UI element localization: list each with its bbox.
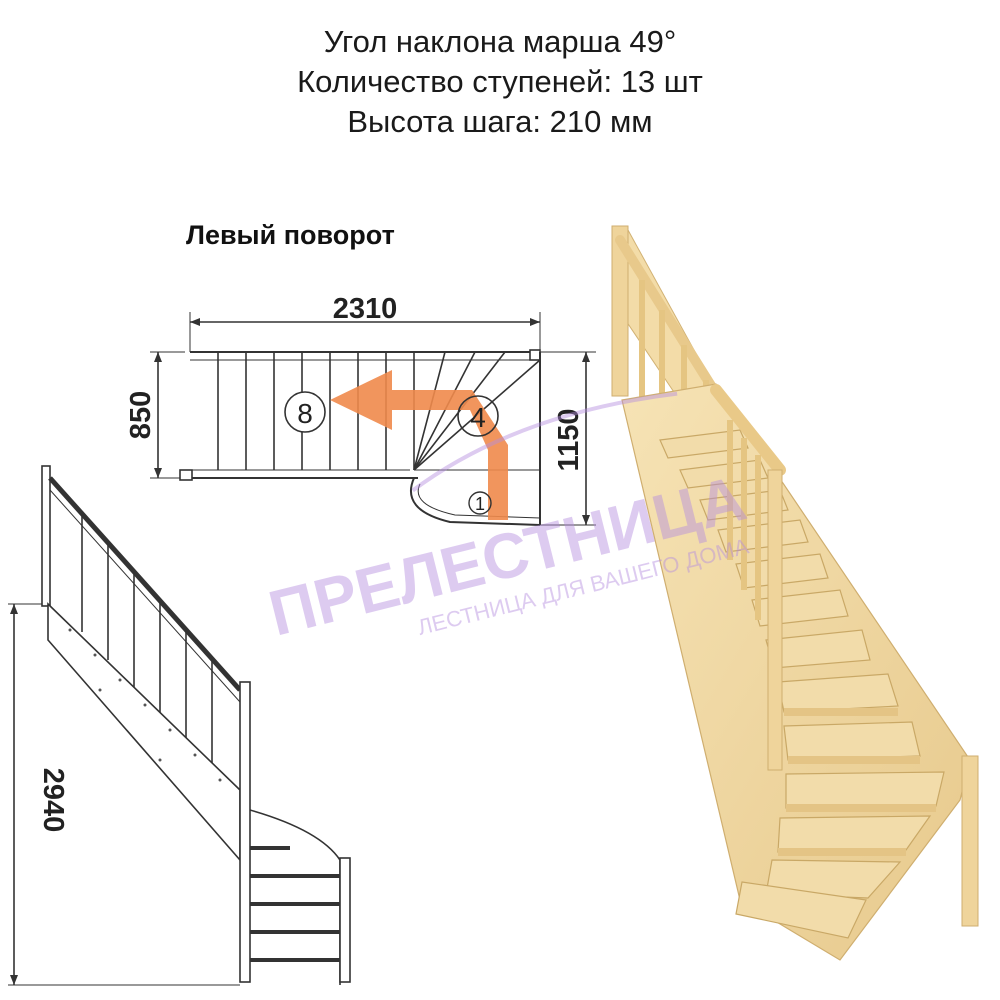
watermark-roof-icon xyxy=(411,391,678,493)
wooden-staircase-render xyxy=(611,225,979,961)
turn-direction-title: Левый поворот xyxy=(186,220,395,250)
step-number-turn: 4 xyxy=(470,402,486,433)
side-view xyxy=(8,465,351,986)
plan-step-markers: 8 4 1 xyxy=(284,391,499,515)
step-marker-first xyxy=(468,491,492,515)
spec-step-height: Высота шага: 210 мм xyxy=(347,104,653,139)
spec-angle: Угол наклона марша 49° xyxy=(323,24,677,59)
specifications: Угол наклона марша 49° Количество ступен… xyxy=(0,22,1000,142)
dim-width-label: 850 xyxy=(125,391,157,439)
step-marker-turn xyxy=(457,395,499,437)
plan-view xyxy=(150,312,596,526)
step-number-first: 1 xyxy=(475,494,485,514)
dim-length-label: 2310 xyxy=(333,293,398,325)
walk-direction-arrow xyxy=(330,370,508,520)
step-number-top: 8 xyxy=(297,398,313,429)
spec-step-count: Количество ступеней: 13 шт xyxy=(297,64,703,99)
dim-turn-label: 1150 xyxy=(553,409,585,472)
step-marker-top xyxy=(284,391,326,433)
dim-height-label: 2940 xyxy=(37,768,69,833)
